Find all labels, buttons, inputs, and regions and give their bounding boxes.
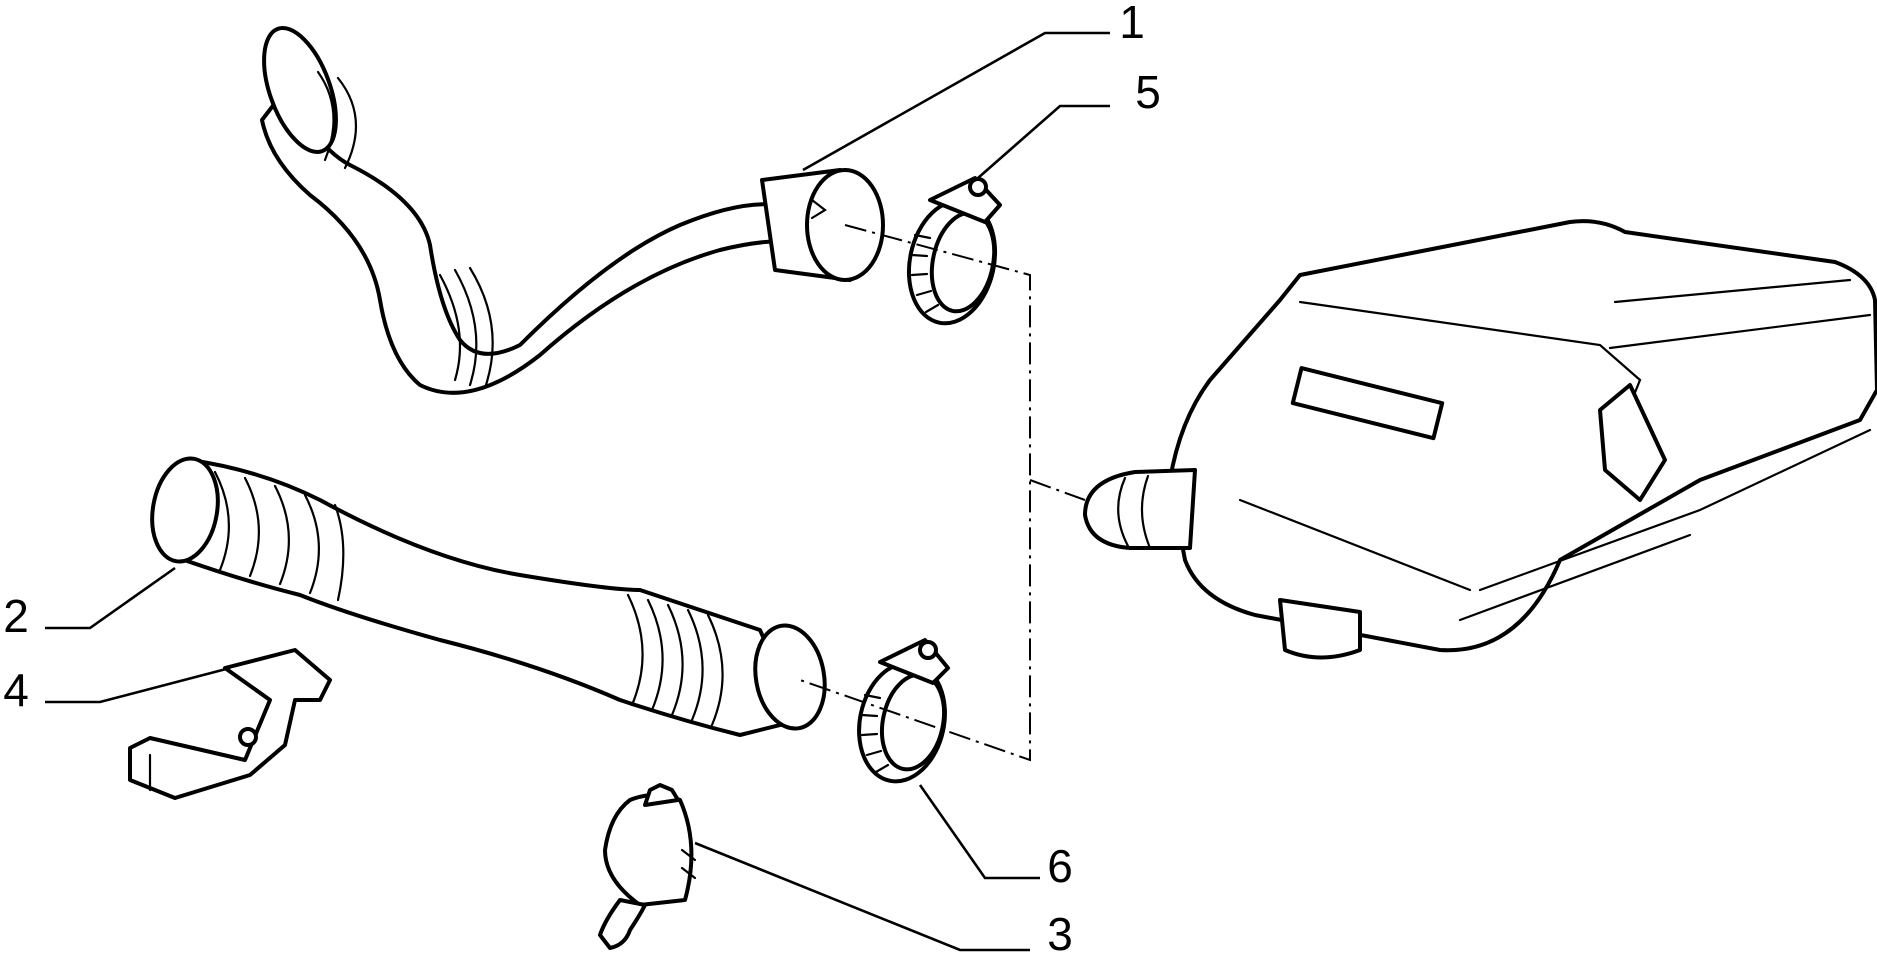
leader-6 [918,784,1040,880]
hose-clip [598,783,697,950]
lower-hose-end-cuff [150,456,220,564]
callout-1: 1 [1119,0,1145,48]
upper-hose-end-cuff [262,26,338,154]
leader-lines [45,31,1110,952]
leader-2 [45,566,176,630]
callout-labels: 1 5 2 4 6 3 [3,0,1161,959]
upper-intake-hose [260,26,885,395]
air-filter-housing [1083,219,1877,660]
lower-hose-clamp [857,638,950,784]
lower-hose-outlet [753,623,827,731]
callout-5: 5 [1135,66,1161,118]
leader-1 [802,31,1110,172]
leader-3 [694,841,1030,952]
housing-latch [1598,383,1667,502]
callout-6: 6 [1047,840,1073,892]
callout-4: 4 [3,664,29,716]
mounting-bracket [128,648,332,800]
callout-3: 3 [1047,908,1073,959]
leader-5 [977,104,1110,179]
housing-inlet-spigot [1083,468,1197,550]
callout-2: 2 [3,590,29,642]
assembly-axis-lines [799,224,1086,762]
label-plate [1290,366,1445,441]
housing-outlet [1278,598,1362,660]
leader-4 [45,666,231,704]
lower-intake-hose [150,456,827,737]
upper-hose-clamp [906,176,1002,326]
